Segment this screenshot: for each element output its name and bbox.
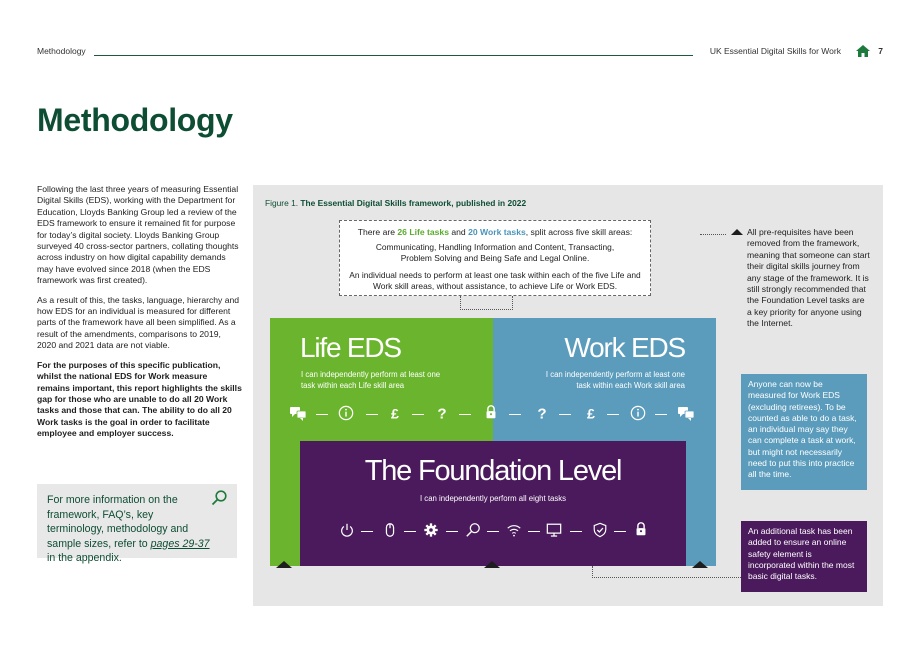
icon-connector — [412, 414, 424, 415]
foundation-title: The Foundation Level — [364, 455, 623, 487]
icon-connector — [559, 414, 571, 415]
connector-summary — [460, 296, 513, 310]
header-report-title: UK Essential Digital Skills for Work — [709, 46, 841, 56]
icon-connector — [446, 531, 458, 532]
connector-prereq — [700, 234, 726, 235]
marker-triangle — [276, 561, 292, 568]
work-eds-note: Anyone can now be measured for Work EDS … — [741, 374, 867, 490]
paragraph-changes: As a result of this, the tasks, language… — [37, 294, 240, 351]
header-section: Methodology — [37, 46, 86, 56]
chat-icon — [678, 407, 695, 421]
work-task-count: 20 Work tasks — [468, 227, 526, 237]
info-callout: For more information on the framework, F… — [37, 484, 237, 564]
paragraph-purpose: For the purposes of this specific public… — [37, 359, 242, 439]
mouse-icon — [385, 523, 395, 537]
wifi-icon — [507, 525, 521, 537]
info-icon — [630, 405, 646, 421]
triangle-bullet-icon — [731, 229, 743, 235]
page-number: 7 — [878, 46, 883, 56]
connector-safety — [592, 566, 741, 578]
foundation-subtitle: I can independently perform all eight ta… — [419, 494, 567, 503]
magnifier-icon — [211, 490, 227, 506]
gear-icon — [424, 523, 438, 537]
icon-connector — [614, 531, 626, 532]
work-eds-subtitle: I can independently perform at least one… — [545, 370, 685, 390]
work-eds-title: Work EDS — [564, 332, 686, 363]
body-text: Following the last three years of measur… — [37, 184, 242, 448]
info-icon — [338, 405, 354, 421]
icon-connector — [570, 531, 582, 532]
header-rule — [94, 55, 693, 56]
page-header: Methodology UK Essential Digital Skills … — [37, 45, 883, 61]
prerequisites-note-text: All pre-requisites have been removed fro… — [747, 227, 870, 329]
icon-connector — [528, 531, 540, 532]
task-count-line: There are 26 Life tasks and 20 Work task… — [357, 227, 633, 237]
pound-icon: £ — [391, 406, 399, 421]
svg-text:?: ? — [437, 405, 446, 421]
prerequisites-note: All pre-requisites have been removed fro… — [731, 227, 871, 330]
life-task-count: 26 Life tasks — [397, 227, 449, 237]
icon-connector — [404, 531, 416, 532]
icon-connector — [487, 531, 499, 532]
marker-triangle — [692, 561, 708, 568]
lock-icon — [486, 405, 496, 419]
page-title: Methodology — [37, 102, 233, 138]
question-icon: ? — [437, 405, 446, 421]
power-icon — [341, 523, 353, 537]
monitor-icon — [546, 523, 562, 537]
icon-connector — [607, 414, 619, 415]
pound-icon: £ — [587, 406, 595, 421]
lock-icon — [636, 522, 646, 536]
shield-check-icon — [593, 522, 607, 538]
question-icon: ? — [537, 405, 546, 421]
icon-connector — [509, 414, 521, 415]
online-safety-note: An additional task has been added to ens… — [741, 521, 867, 592]
chat-icon — [290, 407, 307, 421]
paragraph-intro: Following the last three years of measur… — [37, 184, 239, 286]
svg-text:£: £ — [391, 406, 399, 421]
figure-caption: Figure 1. The Essential Digital Skills f… — [265, 198, 527, 208]
life-eds-subtitle: I can independently perform at least one… — [301, 370, 441, 390]
svg-text:?: ? — [537, 405, 546, 421]
foundation-level-block: The Foundation Level I can independently… — [300, 441, 686, 566]
info-callout-text: For more information on the framework, F… — [47, 494, 210, 564]
icon-connector — [459, 414, 471, 415]
icon-connector — [361, 531, 373, 532]
icon-connector — [316, 414, 328, 415]
icon-connector — [655, 414, 667, 415]
life-eds-title: Life EDS — [300, 332, 402, 363]
search-icon — [466, 523, 480, 537]
home-icon[interactable] — [856, 45, 870, 57]
eds-rule-text: An individual needs to perform at least … — [349, 269, 641, 292]
appendix-link[interactable]: pages 29-37 — [150, 537, 210, 550]
icon-connector — [366, 414, 378, 415]
marker-triangle — [484, 561, 500, 568]
svg-text:£: £ — [587, 406, 595, 421]
framework-summary-box: There are 26 Life tasks and 20 Work task… — [339, 220, 651, 296]
skill-areas-text: Communicating, Handling Information and … — [375, 242, 615, 264]
